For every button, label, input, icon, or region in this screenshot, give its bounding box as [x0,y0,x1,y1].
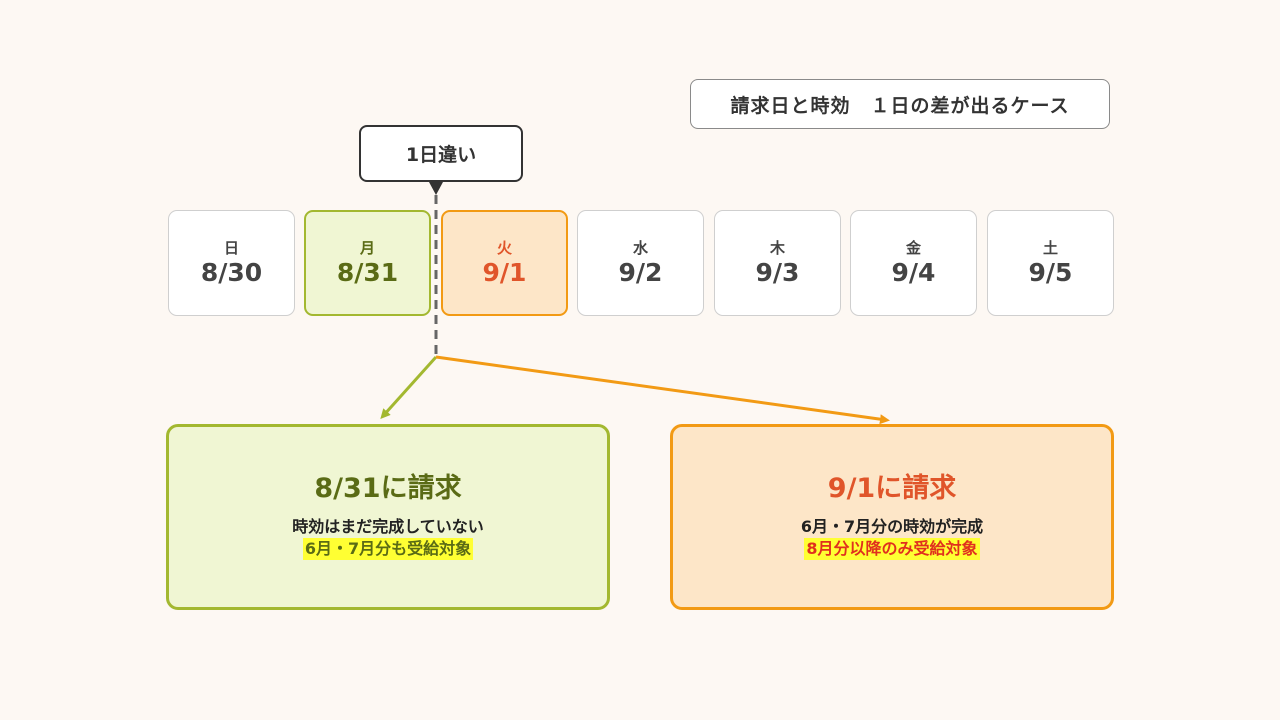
weekday-label: 水 [632,239,648,257]
day-card-9-3: 木 9/3 [714,210,841,316]
result-box-8-31: 8/31に請求 時効はまだ完成していない 6月・7月分も受給対象 [166,424,610,610]
result-highlight: 6月・7月分も受給対象 [302,538,474,560]
date-label: 9/1 [482,258,527,287]
day-card-9-5: 土 9/5 [987,210,1114,316]
weekday-label: 火 [496,239,512,257]
diagram-title: 請求日と時効 １日の差が出るケース [690,79,1110,129]
arrow-to-left-result [380,355,438,419]
one-day-difference-callout: 1日違い [359,125,523,182]
result-highlight: 8月分以降のみ受給対象 [804,538,980,560]
result-description: 時効はまだ完成していない [292,517,484,536]
callout-pointer [429,182,443,195]
weekday-label: 金 [905,239,921,257]
result-heading: 8/31に請求 [314,473,462,504]
date-label: 8/30 [200,258,263,287]
weekday-label: 木 [769,239,785,257]
result-heading: 9/1に請求 [827,473,957,504]
day-card-8-30: 日 8/30 [168,210,295,316]
result-description: 6月・7月分の時効が完成 [800,517,984,536]
result-box-9-1: 9/1に請求 6月・7月分の時効が完成 8月分以降のみ受給対象 [670,424,1114,610]
weekday-label: 月 [359,239,375,257]
day-card-9-1: 火 9/1 [441,210,568,316]
weekday-label: 土 [1042,239,1058,257]
arrow-to-right-result [435,355,890,425]
day-card-9-4: 金 9/4 [850,210,977,316]
day-card-9-2: 水 9/2 [577,210,704,316]
date-label: 8/31 [336,258,399,287]
date-label: 9/2 [618,258,663,287]
day-card-8-31: 月 8/31 [304,210,431,316]
weekday-label: 日 [223,239,239,257]
date-label: 9/5 [1028,258,1073,287]
date-label: 9/3 [755,258,800,287]
date-label: 9/4 [891,258,936,287]
